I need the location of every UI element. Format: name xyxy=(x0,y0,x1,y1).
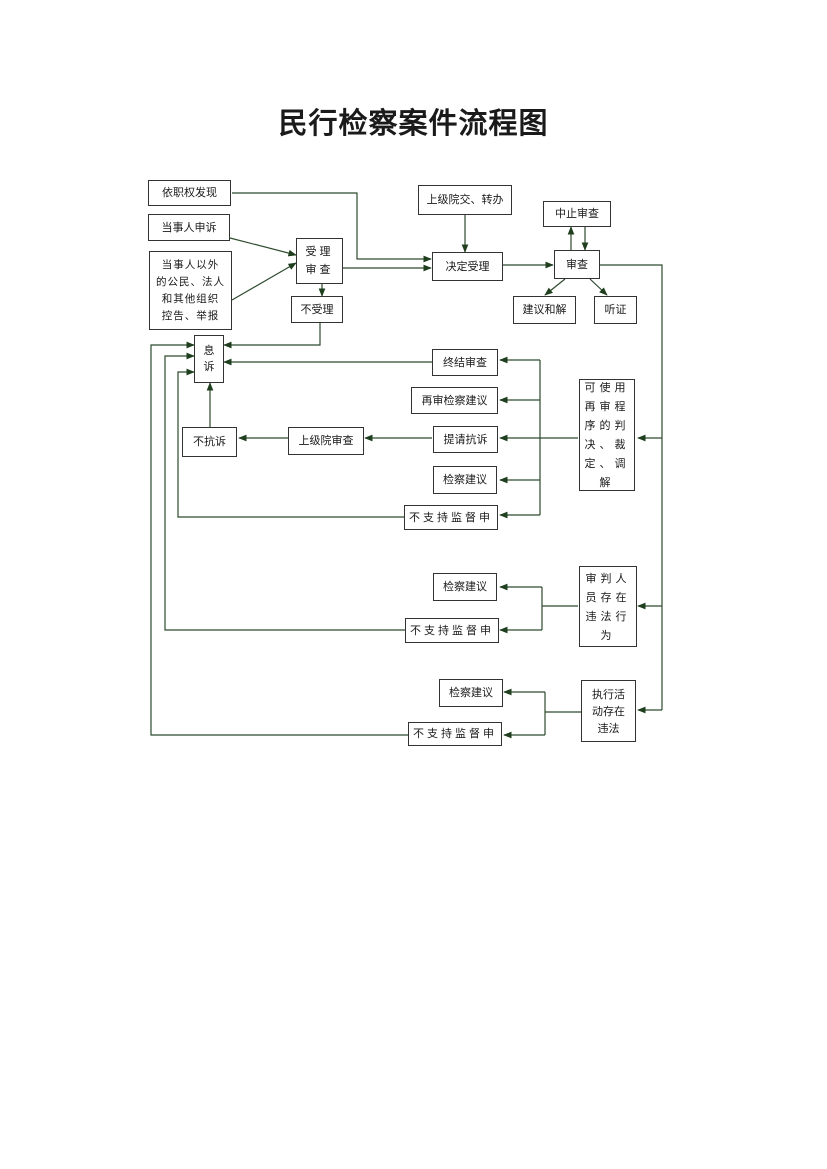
node-condition-zaishen: 可使用 再审程 序的判 决、裁 定、调 解 xyxy=(579,379,635,491)
node-zaishen-jiancha-jianyi: 再审检察建议 xyxy=(411,387,498,414)
node-condition-zhixing-huodong: 执行活 动存在 违法 xyxy=(581,680,636,742)
node-yizhiquan-faxian: 依职权发现 xyxy=(148,180,231,206)
node-dangshiren-shensu: 当事人申诉 xyxy=(148,214,230,241)
node-bu-shouli: 不受理 xyxy=(291,296,343,323)
node-jiancha-jianyi-2: 检察建议 xyxy=(433,573,497,601)
node-jianyi-hejie: 建议和解 xyxy=(513,296,576,324)
node-shouli-shencha: 受理 审查 xyxy=(296,238,343,284)
node-shangjiyuan-shencha: 上级院审查 xyxy=(288,427,364,455)
node-xisu: 息 诉 xyxy=(194,335,224,383)
node-shangjiyuan-jiaoban: 上级院交、转办 xyxy=(418,185,512,215)
page-title: 民行检察案件流程图 xyxy=(278,106,549,140)
node-buzhichi-jiandu-1: 不支持监督申 xyxy=(404,505,498,530)
node-jiancha-jianyi-1: 检察建议 xyxy=(433,466,497,494)
node-buzhichi-jiandu-2: 不支持监督申 xyxy=(405,618,499,643)
node-shencha: 审查 xyxy=(554,250,600,279)
node-other-parties-complaint: 当事人以外 的公民、法人 和其他组织 控告、举报 xyxy=(149,251,232,330)
node-zhongjie-shencha: 终结审查 xyxy=(432,349,498,376)
node-buzhichi-jiandu-3: 不支持监督申 xyxy=(408,722,502,746)
node-tiqing-kangsu: 提请抗诉 xyxy=(433,426,498,453)
node-jueding-shouli: 决定受理 xyxy=(432,252,503,281)
node-tingzheng: 听证 xyxy=(594,296,637,324)
node-zhongzhi-shencha: 中止审查 xyxy=(543,201,611,227)
node-bu-kangsu: 不抗诉 xyxy=(182,427,237,457)
node-condition-shenpan-renyuan: 审判人 员存在 违法行 为 xyxy=(579,566,637,647)
node-jiancha-jianyi-3: 检察建议 xyxy=(439,679,503,707)
